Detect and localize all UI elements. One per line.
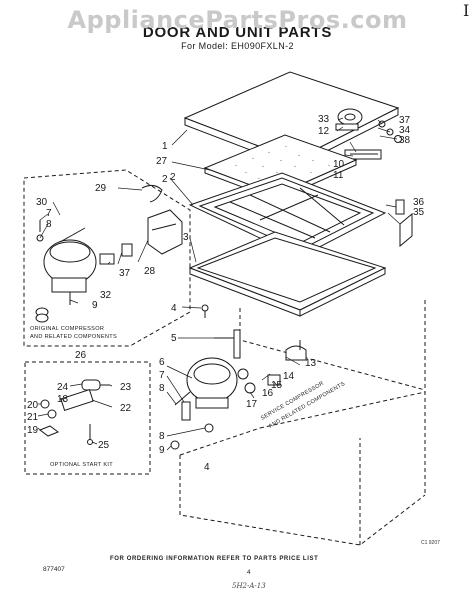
cord-bracket-part (214, 329, 241, 359)
callout-25: 25 (98, 440, 110, 451)
optional-start-kit-label: OPTIONAL START KIT (50, 462, 113, 468)
callout-13: 13 (305, 358, 317, 369)
handwritten-note: 5H2-A-13 (232, 582, 266, 590)
callout-27: 27 (156, 156, 168, 167)
callout-12: 12 (318, 126, 330, 137)
callout-8: 8 (46, 219, 52, 230)
callout-24: 24 (57, 382, 69, 393)
callout-17: 17 (246, 399, 258, 410)
document-number: 877407 (43, 566, 65, 573)
cabinet-outline (179, 300, 426, 546)
original-compressor-label-line1: ORIGINAL COMPRESSOR (30, 326, 104, 332)
callout-5: 5 (171, 333, 177, 344)
leader-lines (37, 117, 401, 451)
callout-30: 30 (36, 197, 48, 208)
callout-21: 21 (27, 412, 39, 423)
callout-37: 37 (399, 115, 411, 126)
callout-14: 14 (283, 371, 295, 382)
page-number: 4 (247, 569, 251, 576)
callout-33: 33 (318, 114, 330, 125)
callout-38: 38 (399, 135, 411, 146)
drawing-code: C1 9207 (421, 540, 440, 546)
callout-8c: 8 (159, 431, 165, 442)
callout-4b: 4 (204, 462, 210, 473)
callout-4: 4 (171, 303, 177, 314)
callout-1: 1 (162, 141, 168, 152)
callout-37b: 37 (119, 268, 131, 279)
callout-2: 2 (162, 174, 168, 185)
callout-7b: 7 (159, 370, 165, 381)
model-subtitle: For Model: EH090FXLN-2 (181, 41, 294, 51)
callout-11: 11 (333, 170, 344, 181)
callout-7: 7 (46, 208, 52, 219)
callout-2b: 2 (170, 172, 176, 183)
optional-start-kit-box (24, 361, 151, 475)
bracket-part-36 (395, 199, 413, 248)
callout-15: 15 (271, 380, 283, 391)
callout-numbers: 1 27 2 3 4 5 33 12 10 11 37 34 38 36 35 … (27, 114, 425, 473)
callout-26: 26 (75, 350, 87, 361)
screw-part-4 (201, 304, 209, 318)
callout-19: 19 (27, 425, 39, 436)
callout-35: 35 (413, 207, 425, 218)
service-compressor-part (170, 340, 307, 450)
callout-9b: 9 (159, 445, 165, 456)
callout-23: 23 (120, 382, 132, 393)
callout-18: 18 (57, 394, 69, 405)
callout-10: 10 (333, 159, 345, 170)
callout-16: 16 (262, 388, 274, 399)
callout-3: 3 (183, 232, 189, 243)
corner-mark: I (463, 1, 470, 20)
callout-29: 29 (95, 183, 107, 194)
callout-9: 9 (92, 300, 98, 311)
callout-36: 36 (413, 197, 425, 208)
breaker-rim-part (188, 231, 387, 317)
callout-32: 32 (100, 290, 112, 301)
ordering-note: FOR ORDERING INFORMATION REFER TO PARTS … (110, 556, 319, 562)
callout-8b: 8 (159, 383, 165, 394)
callout-22: 22 (120, 403, 132, 414)
callout-34: 34 (399, 125, 411, 136)
callout-20: 20 (27, 400, 39, 411)
original-compressor-label-line2: AND RELATED COMPONENTS (30, 334, 117, 340)
callout-6: 6 (159, 357, 165, 368)
original-compressor-box (23, 169, 191, 347)
callout-28: 28 (144, 266, 156, 277)
page-title: DOOR AND UNIT PARTS (142, 24, 333, 41)
